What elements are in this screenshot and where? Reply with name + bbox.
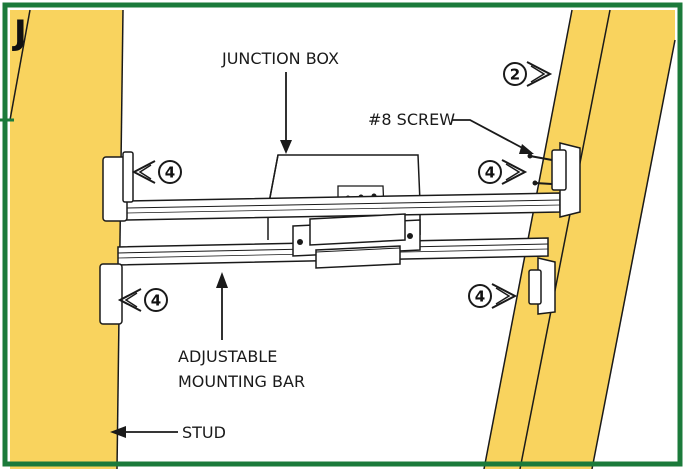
callout-4-right-upper: 4 <box>478 159 528 185</box>
callout-4-left-lower: 4 <box>117 288 168 312</box>
mounting-bar-label-line2: MOUNTING BAR <box>178 372 305 391</box>
step-letter: J <box>12 13 27 53</box>
svg-text:4: 4 <box>475 288 485 306</box>
left-stud <box>9 9 124 469</box>
upper-mounting-bar <box>124 192 561 221</box>
callout-2-top-right: 2 <box>503 61 553 87</box>
right-lower-bracket <box>528 257 556 315</box>
callout-4-left-upper: 4 <box>131 160 182 184</box>
svg-text:4: 4 <box>165 164 175 182</box>
svg-text:4: 4 <box>485 164 495 182</box>
junction-box-label: JUNCTION BOX <box>221 49 339 68</box>
right-upper-bracket <box>527 142 581 218</box>
mounting-bar-label-line1: ADJUSTABLE <box>178 347 277 366</box>
left-lower-bracket <box>99 263 123 325</box>
callout-4-right-lower: 4 <box>468 283 518 309</box>
svg-text:4: 4 <box>151 292 161 310</box>
screw-label: #8 SCREW <box>368 110 455 129</box>
right-stud <box>483 9 676 469</box>
box-bracket <box>292 213 421 269</box>
left-upper-bracket <box>102 151 134 222</box>
svg-text:2: 2 <box>510 66 520 84</box>
stud-label: STUD <box>182 423 226 442</box>
